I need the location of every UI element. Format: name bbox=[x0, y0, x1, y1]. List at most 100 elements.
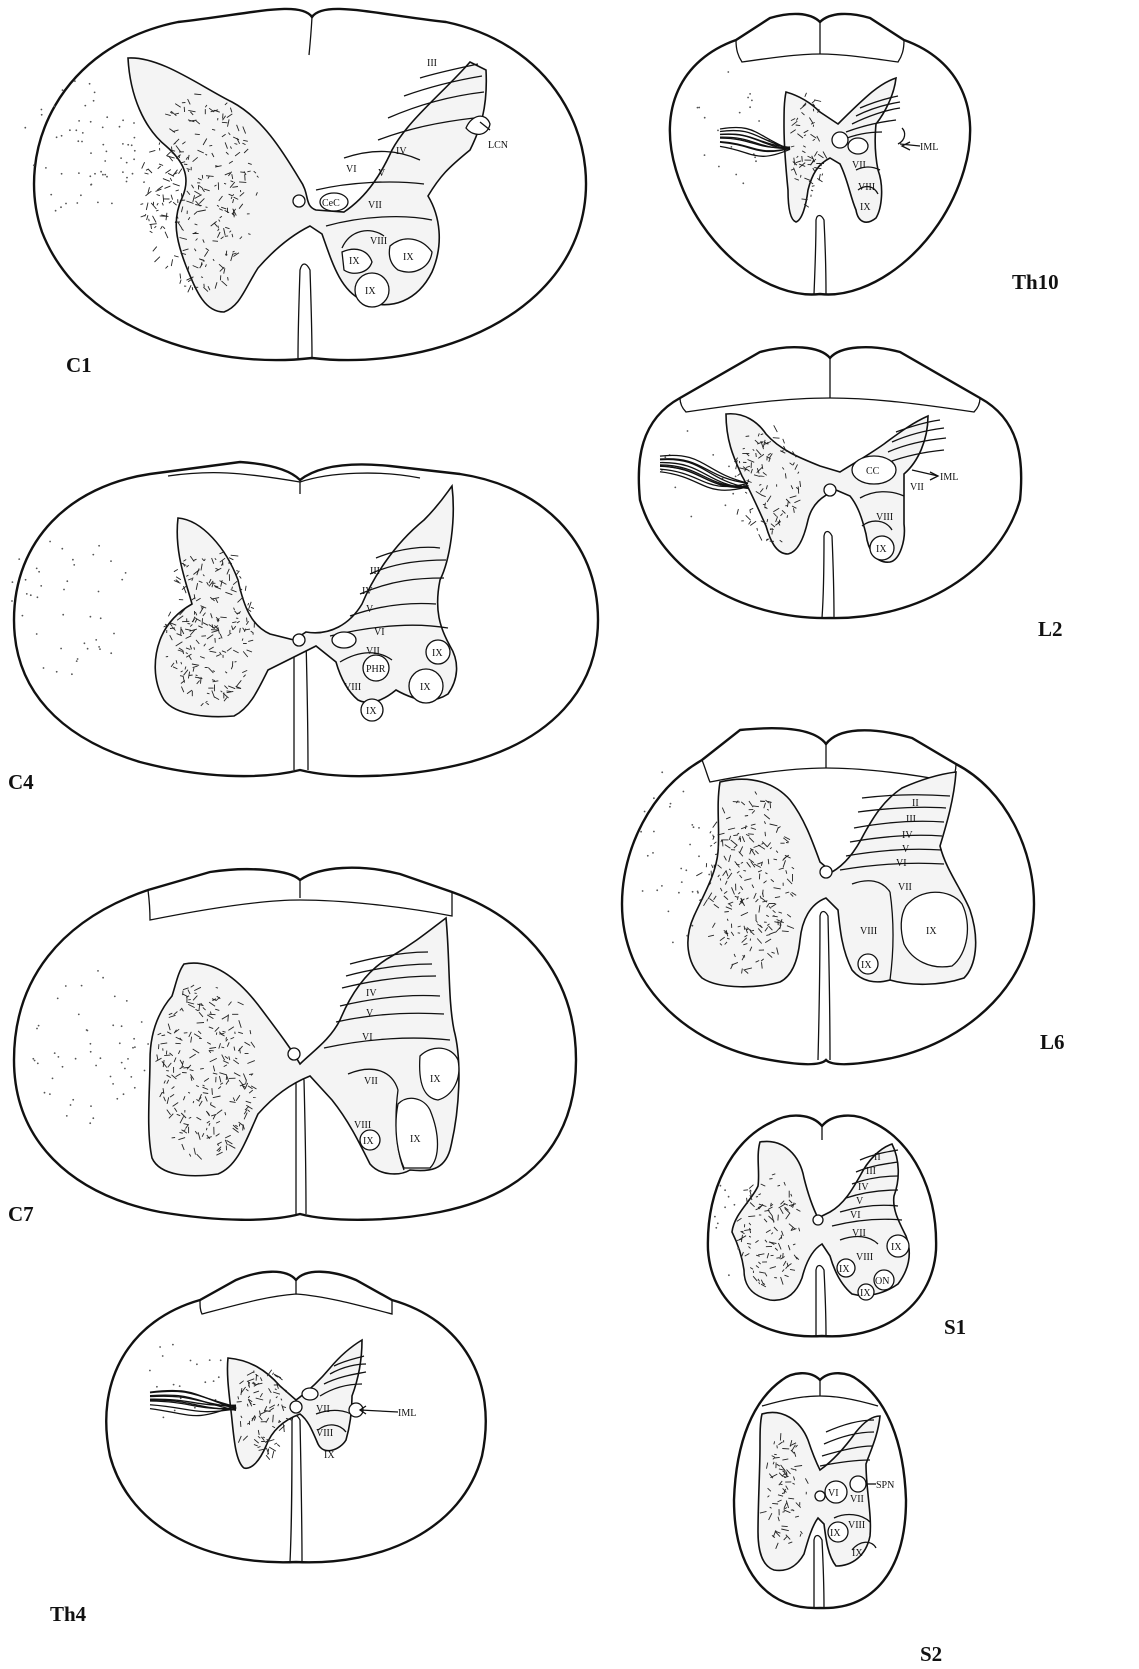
stipple-dot bbox=[90, 1105, 92, 1107]
stipple-dot bbox=[53, 105, 55, 107]
stipple-dot bbox=[728, 466, 730, 468]
stipple-dot bbox=[656, 889, 658, 891]
stipple-dot bbox=[30, 594, 32, 596]
stipple-dot bbox=[134, 150, 136, 152]
stipple-dot bbox=[98, 646, 100, 648]
th4-lamina: VIII bbox=[316, 1428, 333, 1439]
stipple-dot bbox=[90, 152, 92, 154]
s1-lamina: IV bbox=[858, 1182, 869, 1193]
stipple-dot bbox=[66, 580, 68, 582]
stipple-dot bbox=[124, 1068, 126, 1070]
stipple-dot bbox=[57, 998, 59, 1000]
stipple-dot bbox=[106, 151, 108, 153]
stipple-stroke bbox=[783, 1512, 785, 1513]
s1-lamina: IX bbox=[891, 1242, 902, 1253]
stipple-dot bbox=[36, 568, 38, 570]
stipple-dot bbox=[81, 141, 83, 143]
stipple-dot bbox=[50, 194, 52, 196]
stipple-dot bbox=[92, 554, 94, 556]
section-label-c1: C1 bbox=[66, 353, 92, 377]
stipple-dot bbox=[683, 791, 685, 793]
stipple-stroke bbox=[756, 1197, 758, 1198]
c7-lamina: VIII bbox=[354, 1120, 371, 1131]
stipple-dot bbox=[141, 1021, 143, 1023]
stipple-stroke bbox=[780, 1433, 781, 1440]
stipple-stroke bbox=[240, 1421, 241, 1427]
stipple-dot bbox=[62, 614, 64, 616]
stipple-dot bbox=[172, 1344, 174, 1346]
l6-lamina: IX bbox=[861, 960, 872, 971]
stipple-stroke bbox=[220, 617, 226, 618]
stipple-dot bbox=[44, 1092, 46, 1094]
th4-lamina: IX bbox=[324, 1450, 335, 1461]
stipple-stroke bbox=[228, 563, 232, 564]
stipple-dot bbox=[71, 673, 73, 675]
stipple-dot bbox=[692, 925, 694, 927]
stipple-stroke bbox=[226, 1076, 227, 1080]
stipple-dot bbox=[102, 127, 104, 129]
stipple-dot bbox=[697, 107, 699, 109]
stipple-dot bbox=[134, 1087, 136, 1089]
c1-lamina: IX bbox=[403, 252, 414, 263]
section-c4: III IV V VI VII PHR IX VIII IX IX bbox=[14, 462, 598, 776]
stipple-dot bbox=[131, 144, 133, 146]
stipple-dot bbox=[126, 181, 128, 183]
stipple-dot bbox=[91, 184, 93, 186]
stipple-dot bbox=[122, 143, 124, 145]
stipple-dot bbox=[126, 162, 128, 164]
stipple-stroke bbox=[239, 182, 246, 183]
stipple-dot bbox=[724, 1189, 726, 1191]
stipple-dot bbox=[38, 571, 40, 573]
stipple-dot bbox=[58, 1056, 60, 1058]
c1-lamina: VII bbox=[368, 200, 382, 211]
stipple-dot bbox=[728, 1274, 730, 1276]
section-label-th4: Th4 bbox=[50, 1602, 87, 1626]
c1-lamina: III bbox=[427, 58, 437, 69]
stipple-dot bbox=[698, 107, 700, 109]
s1-lamina: IX bbox=[860, 1288, 871, 1299]
c7-lamina: IX bbox=[410, 1134, 421, 1145]
stipple-dot bbox=[110, 560, 112, 562]
stipple-stroke bbox=[209, 145, 212, 146]
stipple-dot bbox=[66, 1115, 68, 1117]
stipple-dot bbox=[89, 83, 91, 85]
stipple-dot bbox=[65, 985, 67, 987]
stipple-dot bbox=[24, 127, 26, 129]
c4-lamina: III bbox=[370, 566, 380, 577]
section-th10: VII VIII IX IML bbox=[670, 14, 970, 295]
stipple-dot bbox=[18, 558, 20, 560]
stipple-dot bbox=[122, 119, 124, 121]
section-l6: II III IV V VI VII VIII IX IX bbox=[622, 728, 1034, 1064]
stipple-dot bbox=[126, 177, 128, 179]
stipple-stroke bbox=[802, 156, 803, 162]
stipple-dot bbox=[127, 1058, 129, 1060]
c7-lamina: IX bbox=[363, 1136, 374, 1147]
stipple-dot bbox=[735, 476, 737, 478]
stipple-dot bbox=[116, 1098, 118, 1100]
stipple-dot bbox=[747, 97, 749, 99]
stipple-dot bbox=[62, 1066, 64, 1068]
section-c7: IV V VI VII IX VIII IX IX bbox=[14, 868, 576, 1220]
stipple-dot bbox=[653, 831, 655, 833]
stipple-dot bbox=[104, 160, 106, 162]
stipple-dot bbox=[87, 1030, 89, 1032]
stipple-stroke bbox=[812, 186, 815, 187]
stipple-dot bbox=[76, 660, 78, 662]
stipple-stroke bbox=[720, 878, 721, 880]
stipple-dot bbox=[52, 1078, 54, 1080]
c1-lamina: V bbox=[378, 168, 386, 179]
stipple-dot bbox=[60, 206, 62, 208]
c7-lamina: VI bbox=[362, 1032, 373, 1043]
stipple-dot bbox=[725, 504, 727, 506]
stipple-dot bbox=[113, 633, 115, 635]
th10-lamina: VIII bbox=[858, 182, 875, 193]
stipple-dot bbox=[751, 100, 753, 102]
s1-lamina: V bbox=[856, 1196, 864, 1207]
c4-lamina: V bbox=[366, 604, 374, 615]
stipple-dot bbox=[163, 1417, 165, 1419]
s2-lamina: IX bbox=[830, 1528, 841, 1539]
stipple-dot bbox=[668, 911, 670, 913]
stipple-dot bbox=[100, 617, 102, 619]
stipple-dot bbox=[84, 105, 86, 107]
stipple-dot bbox=[213, 1380, 215, 1382]
